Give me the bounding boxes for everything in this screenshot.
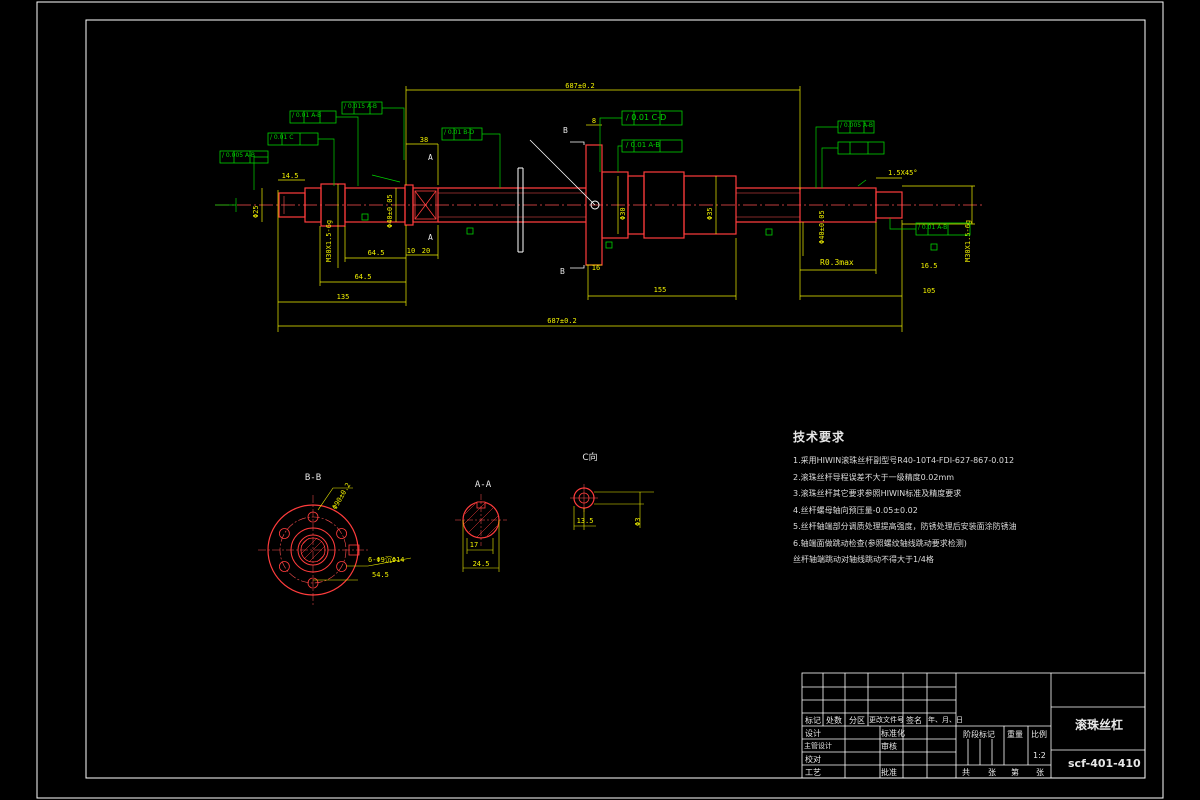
tb-craft: 工艺 — [805, 768, 821, 777]
dim-r03: R0.3max — [820, 258, 854, 267]
tol-1: / 0.01 A-B — [292, 112, 322, 119]
tol-3: / 0.01 C — [270, 134, 294, 141]
sec-bb-holes: 6-Φ9沉Φ14 — [368, 556, 405, 564]
dim-phi30: Φ30 — [619, 207, 627, 220]
section-aa-label: A-A — [475, 480, 492, 490]
tb-check: 审核 — [881, 742, 897, 751]
dim-20: 20 — [422, 247, 430, 255]
dim-155: 155 — [654, 286, 667, 294]
note-line: 4.丝杆螺母轴向预压量-0.05±0.02 — [793, 505, 918, 515]
dim-14-5: 14.5 — [282, 172, 299, 180]
note-line: 5.丝杆轴端部分调质处理提高强度，防锈处理后安装面涂防锈油 — [793, 522, 1017, 531]
tb-proof: 校对 — [805, 755, 821, 764]
dim-phi40-left: Φ40±0.05 — [386, 194, 394, 228]
cut-markers: A A B B — [428, 126, 568, 276]
tol-5: / 0.01 B-D — [444, 129, 475, 136]
sec-bb-phi: Φ90±0.2 — [331, 481, 353, 511]
dim-8: 8 — [592, 117, 596, 125]
section-bb-label: B-B — [305, 473, 321, 483]
drawing-number: scf-401-410 — [1068, 757, 1141, 770]
view-c — [570, 484, 654, 530]
dim-phi35: Φ35 — [706, 207, 714, 220]
tol-7: / 0.01 A-B — [626, 141, 661, 149]
tb-date: 年、月、日 — [928, 716, 963, 724]
view-c-label: C向 — [582, 451, 597, 463]
tol-9: / 0.01 A-B — [918, 224, 948, 231]
cut-a-bottom: A — [428, 233, 433, 242]
dim-64-5-big: 64.5 — [355, 273, 372, 281]
dim-overall-total: 687±0.2 — [547, 317, 577, 325]
section-bb — [258, 487, 412, 605]
cut-b-bottom: B — [560, 267, 565, 276]
tb-weight: 重量 — [1007, 730, 1023, 739]
dim-10: 10 — [407, 247, 415, 255]
title-block-grid — [801, 672, 1146, 779]
dim-16-5: 16.5 — [921, 262, 938, 270]
tol-8: / 0.005 A-B — [840, 122, 874, 129]
thread-lines — [283, 192, 800, 218]
sec-aa-24: 24.5 — [473, 560, 490, 568]
tb-scale-value: 1:2 — [1033, 751, 1046, 760]
tb-scale-label: 比例 — [1031, 730, 1047, 739]
tol-4: / 0.005 A-B — [222, 152, 256, 159]
tb-design: 设计 — [805, 729, 821, 738]
view-c-13: 13.5 — [577, 517, 594, 525]
tb-count: 处数 — [826, 716, 842, 725]
tb-main: 主管设计 — [804, 742, 832, 750]
section-aa — [455, 494, 507, 572]
dim-m30-right: M30X1.5-6g — [964, 220, 972, 262]
tb-sheet-no: 第 — [1011, 768, 1019, 777]
notes-title: 技术要求 — [793, 430, 846, 444]
datum-marks — [361, 213, 938, 251]
sec-bb-54: 54.5 — [372, 571, 389, 579]
dimension-lines — [261, 86, 975, 332]
tol-2: / 0.015 A-B — [344, 103, 378, 110]
dim-overall-screw: 687±0.2 — [565, 82, 595, 90]
tb-zone: 分区 — [849, 716, 865, 725]
inner-frame — [85, 19, 1146, 779]
tb-doc: 更改文件号 — [869, 716, 904, 724]
dim-m30-left: M30X1.5-6g — [325, 220, 333, 262]
note-line: 丝杆轴端跳动对轴线跳动不得大于1/4格 — [793, 555, 934, 564]
support-disc — [517, 167, 524, 253]
dim-phi40-right: Φ40±0.05 — [818, 210, 826, 244]
tb-stage: 阶段标记 — [963, 730, 995, 739]
sec-aa-17: 17 — [470, 541, 478, 549]
note-line: 2.滚珠丝杆导程误差不大于一级精度0.02mm — [793, 472, 955, 482]
view-c-phi: Φ3 — [634, 518, 642, 526]
tb-std: 标准化 — [881, 729, 905, 738]
cut-b-top: B — [563, 126, 568, 135]
outer-frame — [36, 1, 1164, 799]
dim-38: 38 — [420, 136, 428, 144]
technical-notes: 技术要求 1.采用HIWIN滚珠丝杆副型号R40-10T4-FDI-627-86… — [793, 428, 1017, 569]
tb-approve: 批准 — [881, 768, 897, 777]
note-line: 6.轴端面做跳动检查(参照螺纹轴线跳动要求检测) — [793, 538, 967, 548]
tb-sign: 签名 — [906, 716, 922, 725]
note-line: 3.滚珠丝杆其它要求参照HIWIN标准及精度要求 — [793, 489, 962, 498]
dim-phi25: Φ25 — [252, 205, 260, 218]
tb-sheet-label: 张 — [988, 768, 996, 777]
tb-mark: 标记 — [805, 716, 821, 725]
dim-16: 16 — [592, 264, 600, 272]
tb-sheet-label2: 张 — [1036, 768, 1044, 777]
cut-a-top: A — [428, 153, 433, 162]
note-line: 1.采用HIWIN滚珠丝杆副型号R40-10T4-FDI-627-867-0.0… — [793, 456, 1015, 465]
dim-105: 105 — [923, 287, 936, 295]
grease-nipple — [590, 200, 600, 210]
tol-6: / 0.01 C-D — [626, 113, 667, 122]
dim-64-5-small: 64.5 — [368, 249, 385, 257]
drawing-name: 滚珠丝杠 — [1075, 718, 1124, 732]
dim-135: 135 — [337, 293, 350, 301]
leader-lines — [215, 107, 916, 230]
dim-chamfer: 1.5X45° — [888, 169, 918, 177]
tb-sheet-total: 共 — [962, 768, 970, 777]
